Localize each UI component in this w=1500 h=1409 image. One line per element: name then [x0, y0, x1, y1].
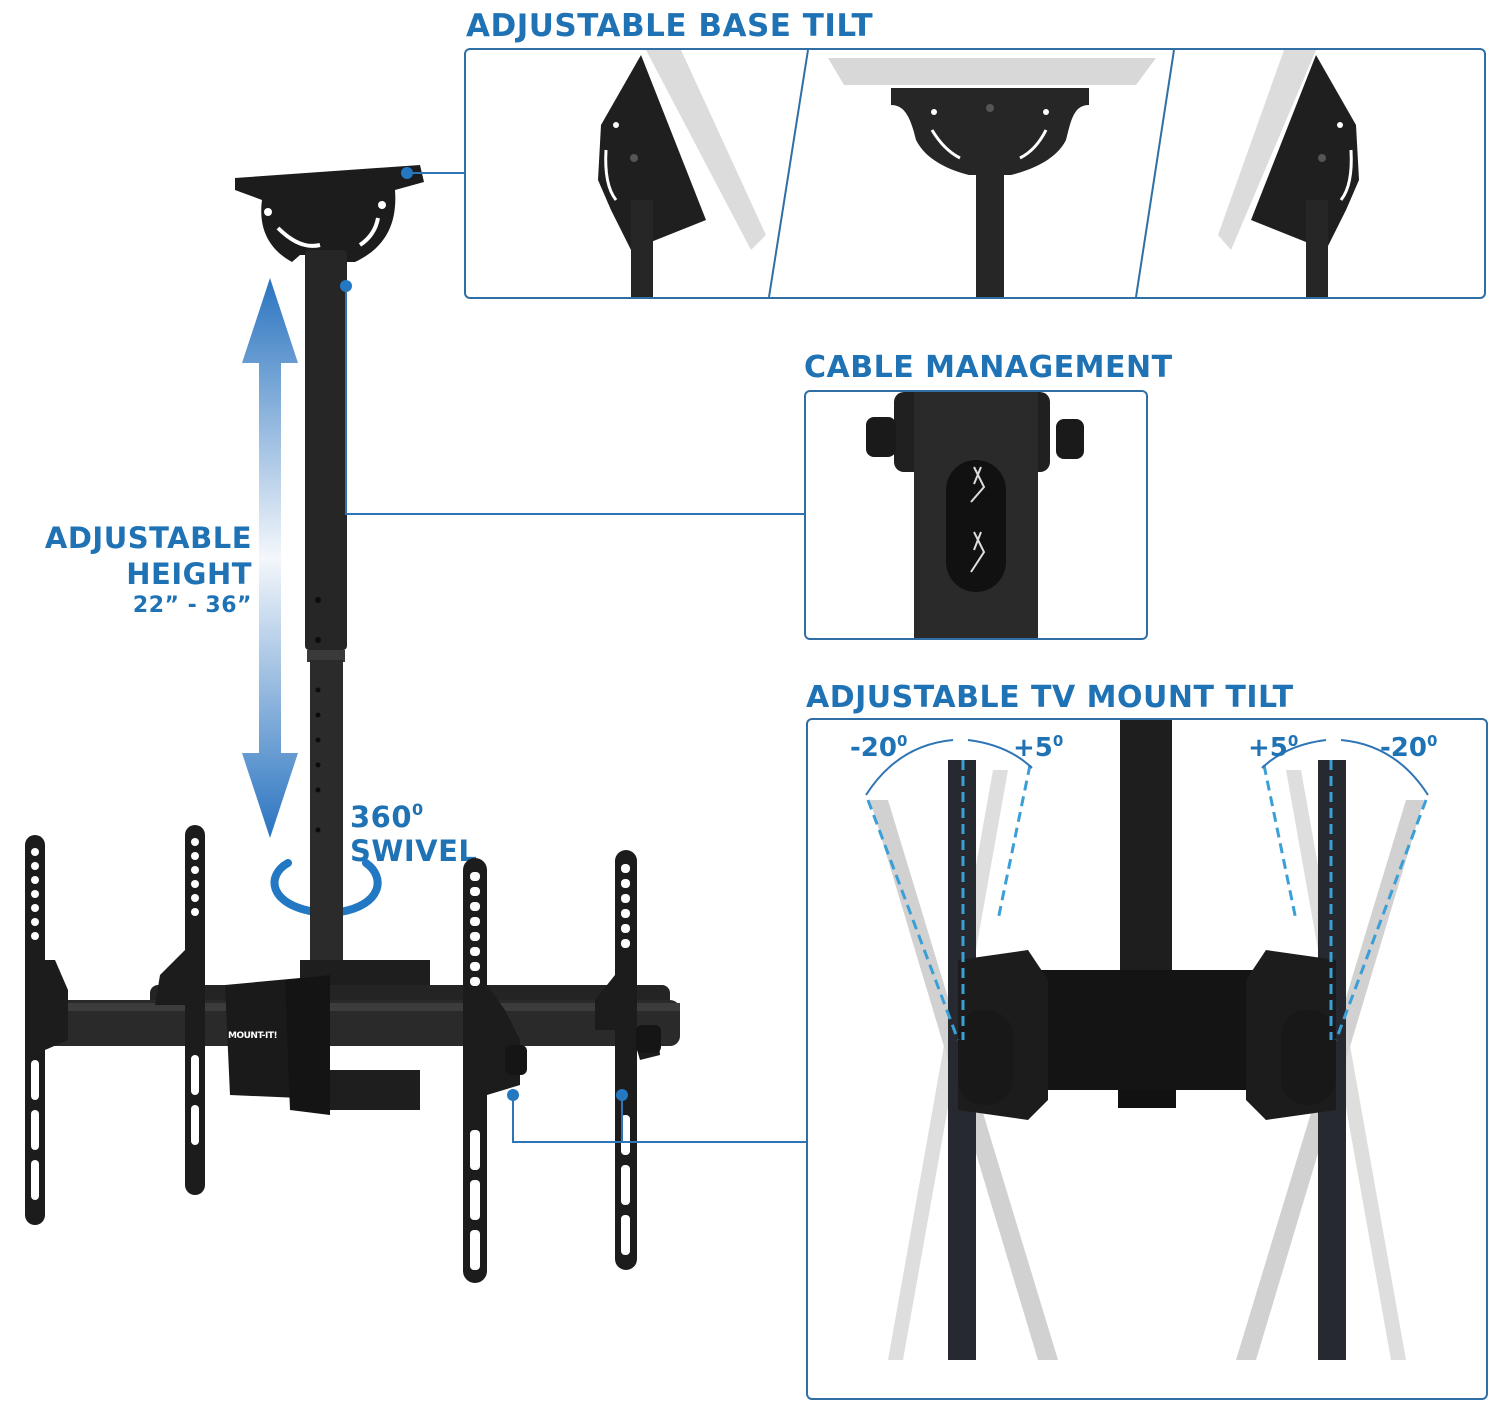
left-back-tilt-angle: -200 [850, 732, 908, 763]
cable-management-panel [804, 390, 1148, 640]
height-label: ADJUSTABLE HEIGHT 22” - 36” [20, 520, 252, 620]
height-label-line1: ADJUSTABLE [44, 521, 252, 555]
height-range: 22” - 36” [132, 593, 252, 618]
right-forward-tilt-angle: +50 [1248, 732, 1299, 763]
ceiling-mount-product-image [25, 165, 680, 1283]
left-forward-tilt-angle: +50 [1013, 732, 1064, 763]
tv-mount-tilt-illustration [865, 720, 1429, 1360]
tv-mount-tilt-title: ADJUSTABLE TV MOUNT TILT [806, 680, 1294, 715]
brand-plate: MOUNT-IT! [228, 1031, 278, 1041]
tv-mount-tilt-panel: -200 +50 +50 -200 [806, 718, 1488, 1400]
degree-symbol: 0 [412, 800, 424, 819]
base-tilt-panel [464, 48, 1486, 299]
cable-connector-vertical [345, 286, 347, 514]
cable-management-title: CABLE MANAGEMENT [804, 350, 1173, 385]
swivel-degrees: 360 [350, 800, 413, 834]
cable-management-illustration [866, 392, 1084, 638]
cable-connector-horizontal [345, 513, 805, 515]
tilt-connector-horizontal [512, 1141, 807, 1143]
height-double-arrow-icon [242, 278, 298, 838]
base-tilt-title: ADJUSTABLE BASE TILT [466, 8, 874, 44]
tilt-connector-right-vertical [621, 1094, 623, 1142]
base-tilt-connector [406, 172, 466, 174]
right-back-tilt-angle: -200 [1380, 732, 1438, 763]
tilt-connector-left-vertical [512, 1094, 514, 1142]
base-tilt-illustration [598, 50, 1359, 297]
height-label-line2: HEIGHT [126, 557, 252, 591]
